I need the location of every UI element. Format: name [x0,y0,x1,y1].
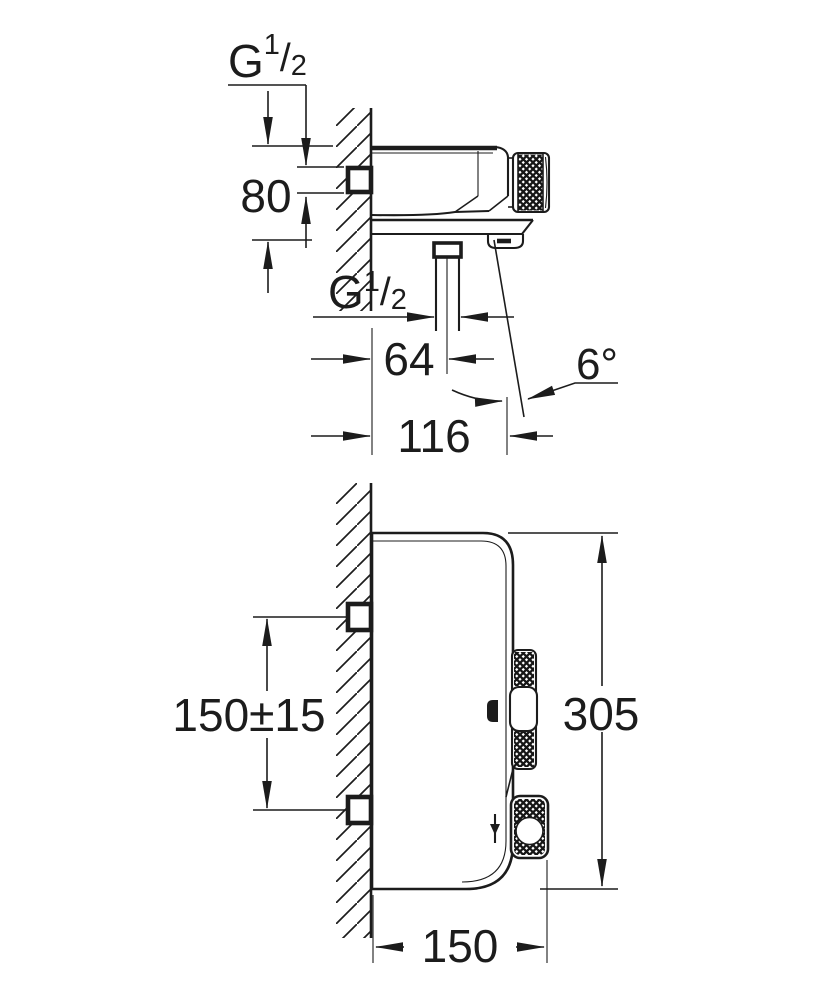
outlet-thread-label: G1/2 [328,266,407,318]
handle-grip-window [508,685,539,733]
body-edge-step [505,768,514,798]
wall-hatching [336,108,371,311]
dimension-outlet-thread: G1/2 [313,266,514,322]
angle-label: 6° [576,340,618,389]
dimension-116: 116 [311,397,553,462]
shower-outlet-pipe [432,241,463,374]
mixer-body-side [371,145,513,217]
shelf-side [372,218,534,236]
knob-knurling [518,154,543,211]
thermostat-knob-side [511,151,551,214]
temperature-indicator-mark [487,700,498,722]
dim-150-label: 150 [422,920,499,972]
inlet-thread-label: G1/2 [228,29,307,87]
dimension-64: 64 [311,328,494,455]
dimension-angle-6deg: 6° [451,340,618,407]
flow-indicator-mark [490,814,500,843]
handle-knurling-top [514,652,534,686]
dimension-150: 150 [372,860,548,972]
smartcontrol-knob [509,794,550,860]
side-view: G1/2 80 G1/2 64 [228,29,618,462]
dim-305-label: 305 [563,688,640,740]
dim-116-label: 116 [397,410,470,462]
dim-150-15-label: 150±15 [172,689,325,741]
spout-outlet [486,234,525,250]
inlet-union-fitting [345,165,374,195]
knob-button [515,816,544,846]
dimension-150-15: 150±15 [172,616,347,811]
handle-knurling-bottom [514,731,534,767]
dimension-305: 305 [508,532,640,890]
lower-wall-union [345,794,374,826]
temperature-handle [508,648,539,771]
upper-wall-union [345,601,374,633]
dim-80-label: 80 [240,170,291,222]
spout-angle-axis-line [493,239,525,418]
dim-64-label: 64 [383,333,434,385]
wall-hatching-front [336,483,371,938]
front-view: 150±15 305 150 [172,483,639,972]
dimension-80: 80 [240,91,333,293]
